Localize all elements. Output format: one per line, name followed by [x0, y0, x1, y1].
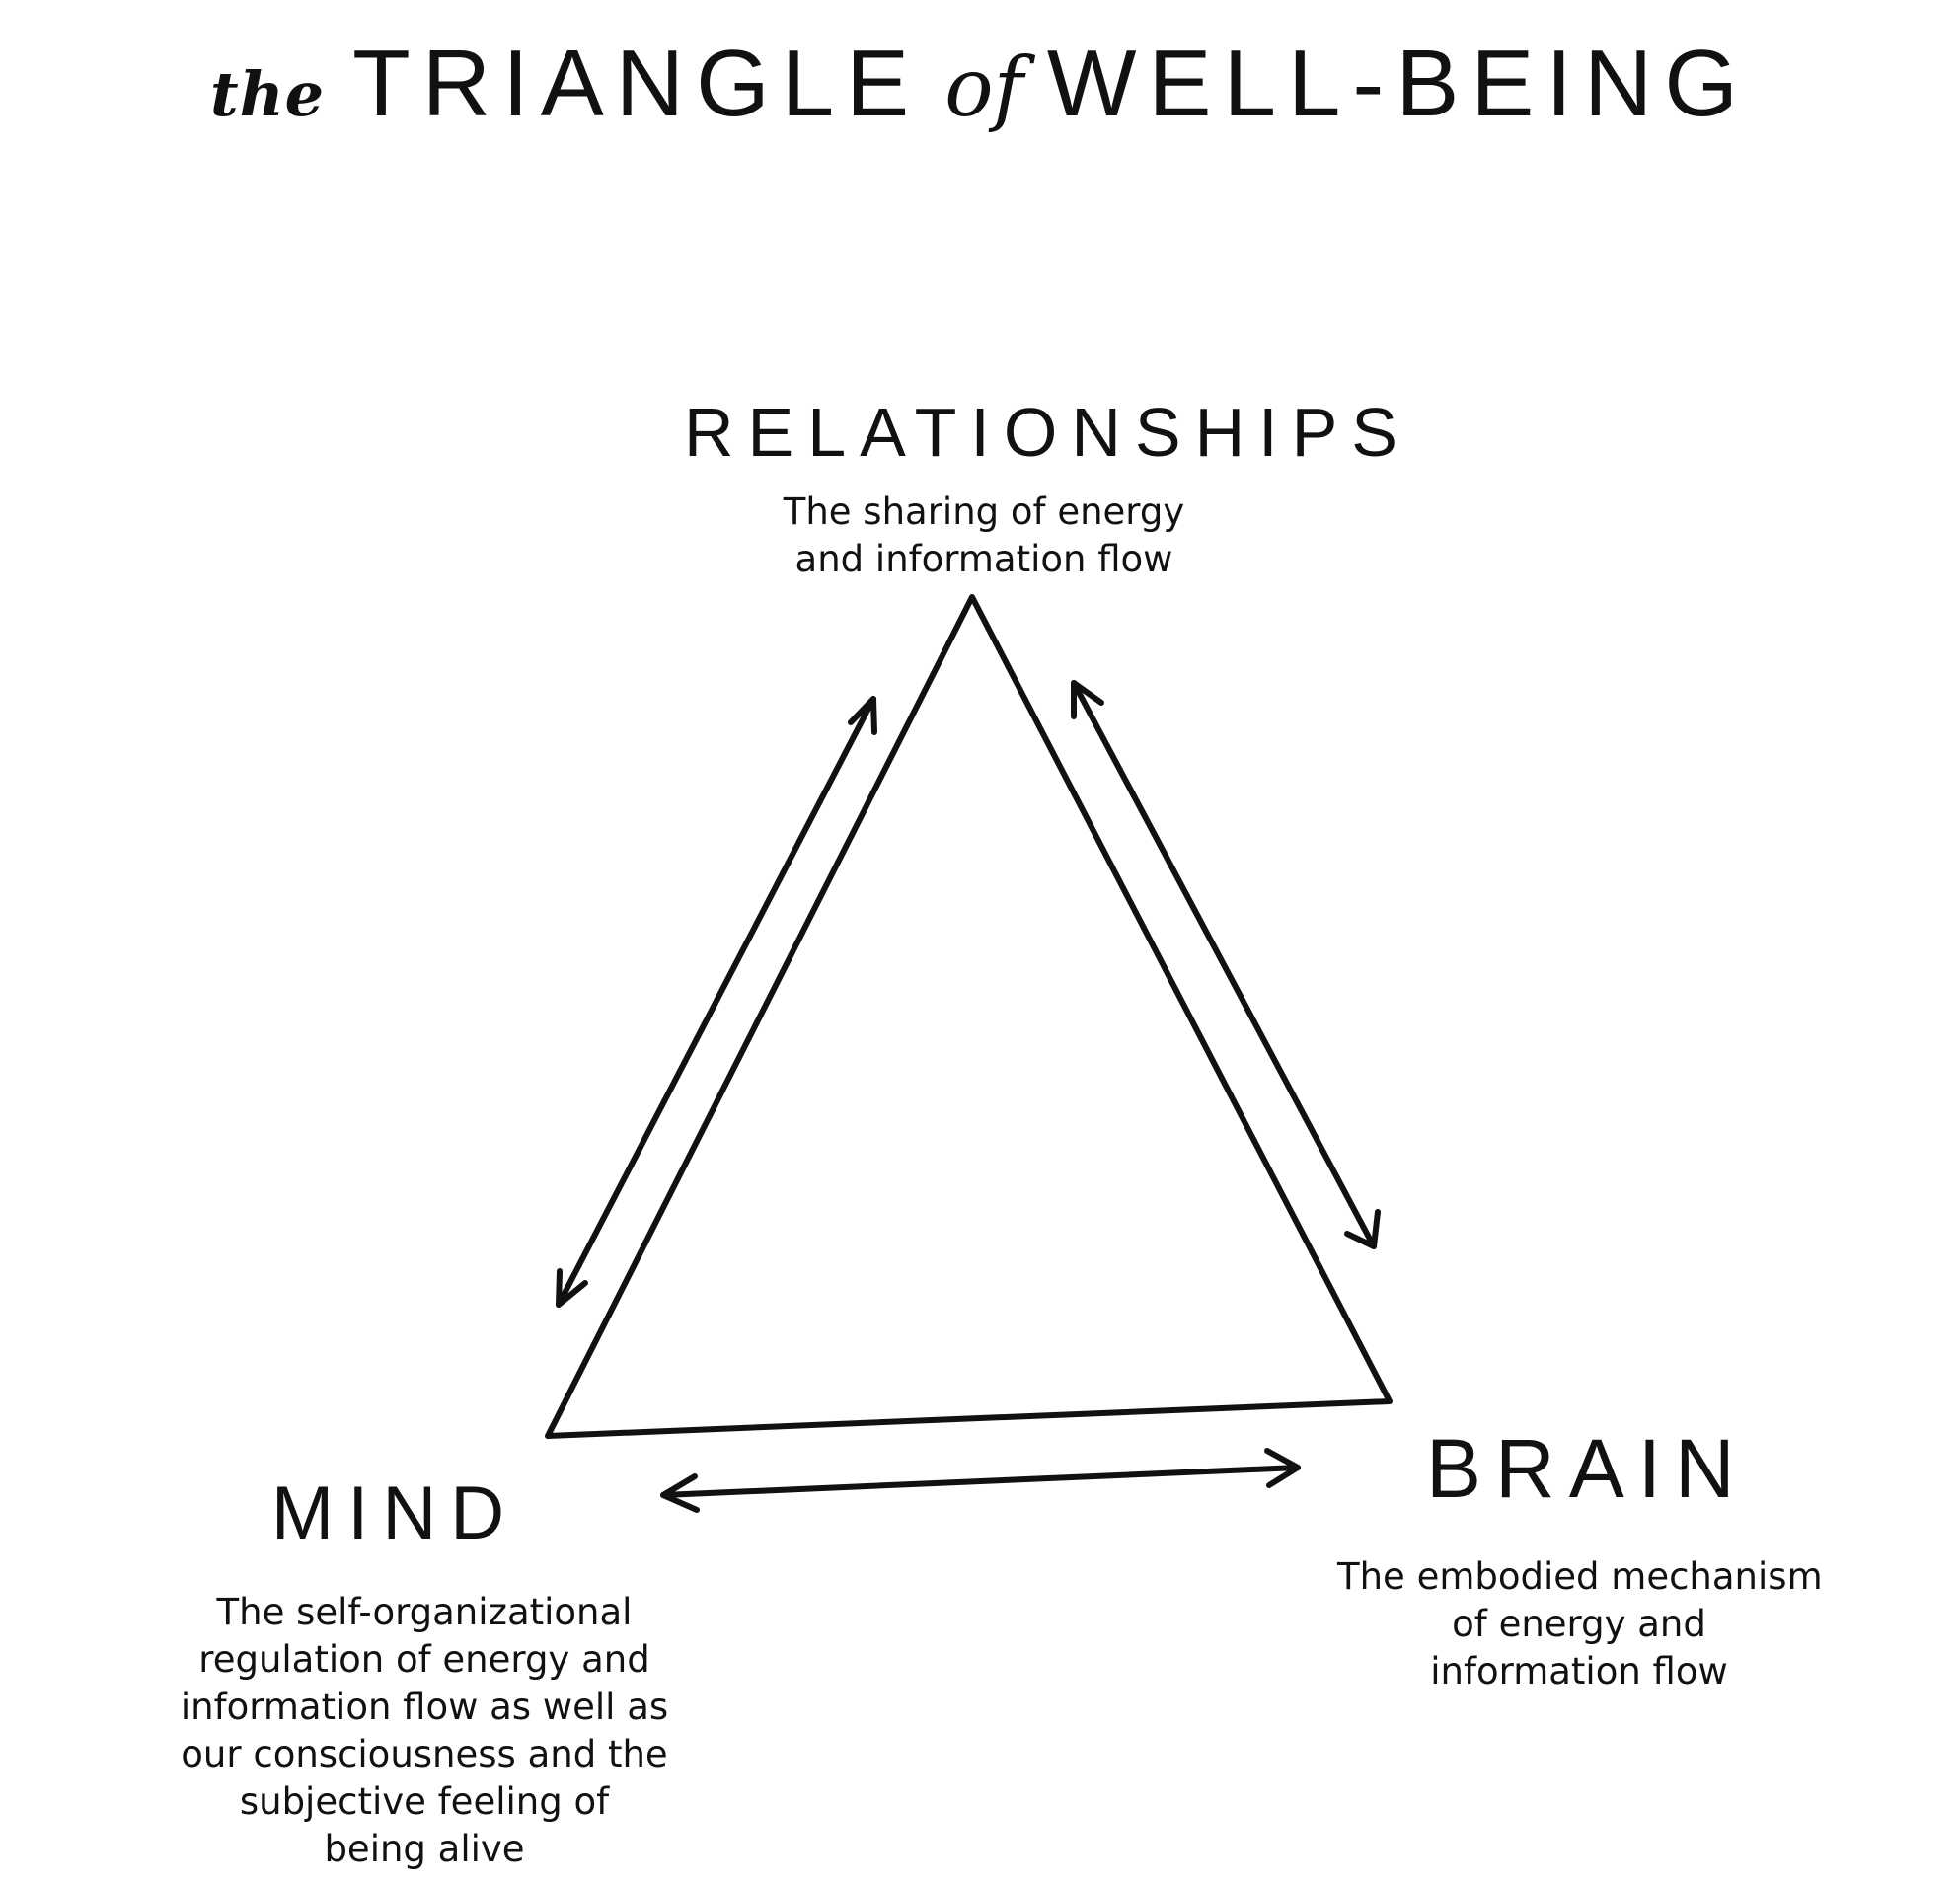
title-well-being: WELL-BEING — [1046, 31, 1751, 136]
mind-desc-line: being alive — [324, 1828, 525, 1870]
mind-desc-line: information flow as well as — [180, 1686, 669, 1728]
brain-description: The embodied mechanism of energy and inf… — [1337, 1553, 1823, 1695]
mind-label: MIND — [270, 1471, 519, 1555]
title-triangle: TRIANGLE — [352, 31, 922, 136]
mind-desc-line: regulation of energy and — [198, 1638, 650, 1681]
relationships-desc-line: and information flow — [794, 538, 1173, 580]
mind-description: The self-organizational regulation of en… — [163, 1589, 686, 1873]
brain-desc-line: of energy and — [1452, 1603, 1706, 1645]
relationships-desc-line: The sharing of energy — [783, 490, 1185, 533]
brain-label: BRAIN — [1426, 1422, 1749, 1515]
title-of: of — [944, 41, 1023, 135]
triangle-outline — [545, 594, 1393, 1439]
brain-desc-line: The embodied mechanism — [1337, 1555, 1823, 1598]
mind-desc-line: our consciousness and the — [181, 1733, 668, 1775]
arrow-mind-relationships — [556, 696, 877, 1308]
title-the: the — [209, 58, 326, 130]
arrow-mind-brain — [660, 1448, 1301, 1513]
mind-desc-line: subjective feeling of — [239, 1780, 610, 1823]
relationships-description: The sharing of energy and information fl… — [678, 489, 1290, 583]
relationships-label: RELATIONSHIPS — [684, 394, 1411, 471]
brain-desc-line: information flow — [1430, 1650, 1728, 1693]
arrow-relationships-brain — [1071, 680, 1381, 1249]
mind-desc-line: The self-organizational — [216, 1591, 633, 1633]
